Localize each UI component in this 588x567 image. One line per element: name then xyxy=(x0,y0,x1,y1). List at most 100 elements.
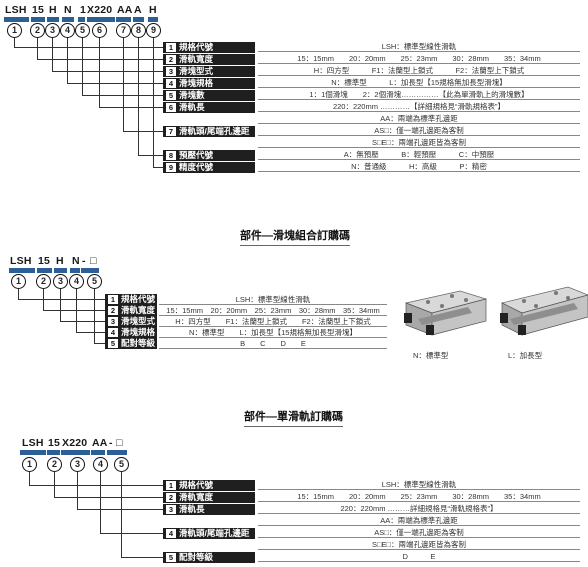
row-label-text: 滑塊規格 xyxy=(121,327,156,337)
leader-line xyxy=(60,289,61,321)
row-number: 7 xyxy=(166,127,176,136)
slider-block-illustrations xyxy=(404,286,588,336)
row-value: 15：15mm 20：20mm 25：23mm 30：28mm 35：34mm xyxy=(258,53,580,64)
marker-circle-5: 5 xyxy=(87,274,102,289)
code-underline-bar xyxy=(47,17,59,22)
section3-title: 部件—單滑軌訂購碼 xyxy=(244,408,343,427)
row-number: 3 xyxy=(108,317,118,326)
leader-line xyxy=(67,83,163,84)
leader-line xyxy=(37,59,163,60)
marker-circle-2: 2 xyxy=(36,274,51,289)
row-value: LSH：標準型線性滑軌 xyxy=(258,41,580,52)
leader-line xyxy=(121,472,122,557)
row-value: 220：220mm …………【詳細規格見“滑軌規格表”】 xyxy=(258,101,580,112)
leader-line xyxy=(18,289,19,299)
marker-circle-4: 4 xyxy=(93,457,108,472)
row-value: AA：兩端為標準孔邊距 xyxy=(258,515,580,526)
leader-line xyxy=(54,497,163,498)
code-box: □ xyxy=(116,437,123,449)
marker-circle-5: 5 xyxy=(114,457,129,472)
leader-line xyxy=(123,38,124,131)
code-x220: X220 xyxy=(87,4,113,16)
code-underline-bar xyxy=(47,450,60,455)
row-value: H：四方型 F1：法蘭型上鎖式 F2：法蘭型上下鎖式 xyxy=(258,65,580,76)
code-underline-bar xyxy=(61,450,90,455)
row-number: 1 xyxy=(166,43,176,52)
row-label-text: 滑軌頭/尾端孔邊距 xyxy=(179,528,250,538)
code-h: H xyxy=(49,4,57,16)
row-label-text: 滑軌長 xyxy=(179,504,205,514)
marker-circle-2: 2 xyxy=(30,23,45,38)
standard-type-caption: N：標準型 xyxy=(413,351,449,360)
row-value: H：四方型 F1：法蘭型上鎖式 F2：法蘭型上下鎖式 xyxy=(159,316,387,327)
row-value: LSH：標準型線性滑軌 xyxy=(258,479,580,490)
row-label-text: 滑軌長 xyxy=(179,102,205,112)
leader-line xyxy=(77,509,163,510)
row-value: S□E□：兩端孔邊距皆為客制 xyxy=(258,539,580,550)
row-label-text: 規格代號 xyxy=(121,294,156,304)
row-label-text: 滑軌寬度 xyxy=(121,305,156,315)
marker-circle-3: 3 xyxy=(45,23,60,38)
code-underline-bar xyxy=(37,268,52,273)
code-n: N xyxy=(64,4,72,16)
marker-circle-5: 5 xyxy=(75,23,90,38)
row-label-text: 滑軌寬度 xyxy=(179,492,214,502)
row-number: 5 xyxy=(108,339,118,348)
leader-line xyxy=(60,321,105,322)
leader-line xyxy=(123,131,163,132)
marker-circle-7: 7 xyxy=(116,23,131,38)
row-label-text: 配對等級 xyxy=(121,338,156,348)
row-number: 2 xyxy=(166,55,176,64)
code-underline-bar xyxy=(107,450,127,455)
row-value: D E xyxy=(258,551,580,562)
marker-circle-1: 1 xyxy=(7,23,22,38)
row-label-text: 滑軌頭/尾端孔邊距 xyxy=(179,126,250,136)
leader-line xyxy=(153,38,154,167)
code-underline-bar xyxy=(91,450,105,455)
code-x220: X220 xyxy=(62,437,88,449)
row-number: 1 xyxy=(108,295,118,304)
code-h2: H xyxy=(149,4,157,16)
leader-line xyxy=(138,38,139,155)
code-underline-bar xyxy=(133,17,144,22)
row-value: A：無預壓 B：輕預壓 C：中預壓 xyxy=(258,149,580,160)
leader-line xyxy=(153,167,163,168)
row-value: AS□：僅一端孔邊距為客制 xyxy=(258,527,580,538)
code-underline-bar xyxy=(116,17,131,22)
standard-block-illustration xyxy=(404,290,488,336)
code-underline-bar xyxy=(20,450,46,455)
row-number: 2 xyxy=(166,493,176,502)
code-n: N xyxy=(72,255,80,267)
marker-circle-3: 3 xyxy=(53,274,68,289)
leader-line xyxy=(99,38,100,107)
row-value: 1：1個滑塊 2：2個滑塊……………【此為單滑軌上的滑塊數】 xyxy=(258,89,580,100)
code-15: 15 xyxy=(38,255,51,267)
leader-line xyxy=(99,107,163,108)
marker-circle-8: 8 xyxy=(131,23,146,38)
leader-line xyxy=(121,557,163,558)
row-value: N：標準型 L：加長型【15規格無加長型滑塊】 xyxy=(258,77,580,88)
marker-circle-3: 3 xyxy=(70,457,85,472)
leader-line xyxy=(18,299,105,300)
leader-line xyxy=(94,343,105,344)
row-label-text: 滑塊規格 xyxy=(179,78,214,88)
code-aa: AA xyxy=(117,4,133,16)
row-number: 2 xyxy=(108,306,118,315)
code-underline-bar xyxy=(78,17,85,22)
row-number: 5 xyxy=(166,91,176,100)
code-dash: - xyxy=(109,437,113,449)
long-block-illustration xyxy=(500,286,588,336)
